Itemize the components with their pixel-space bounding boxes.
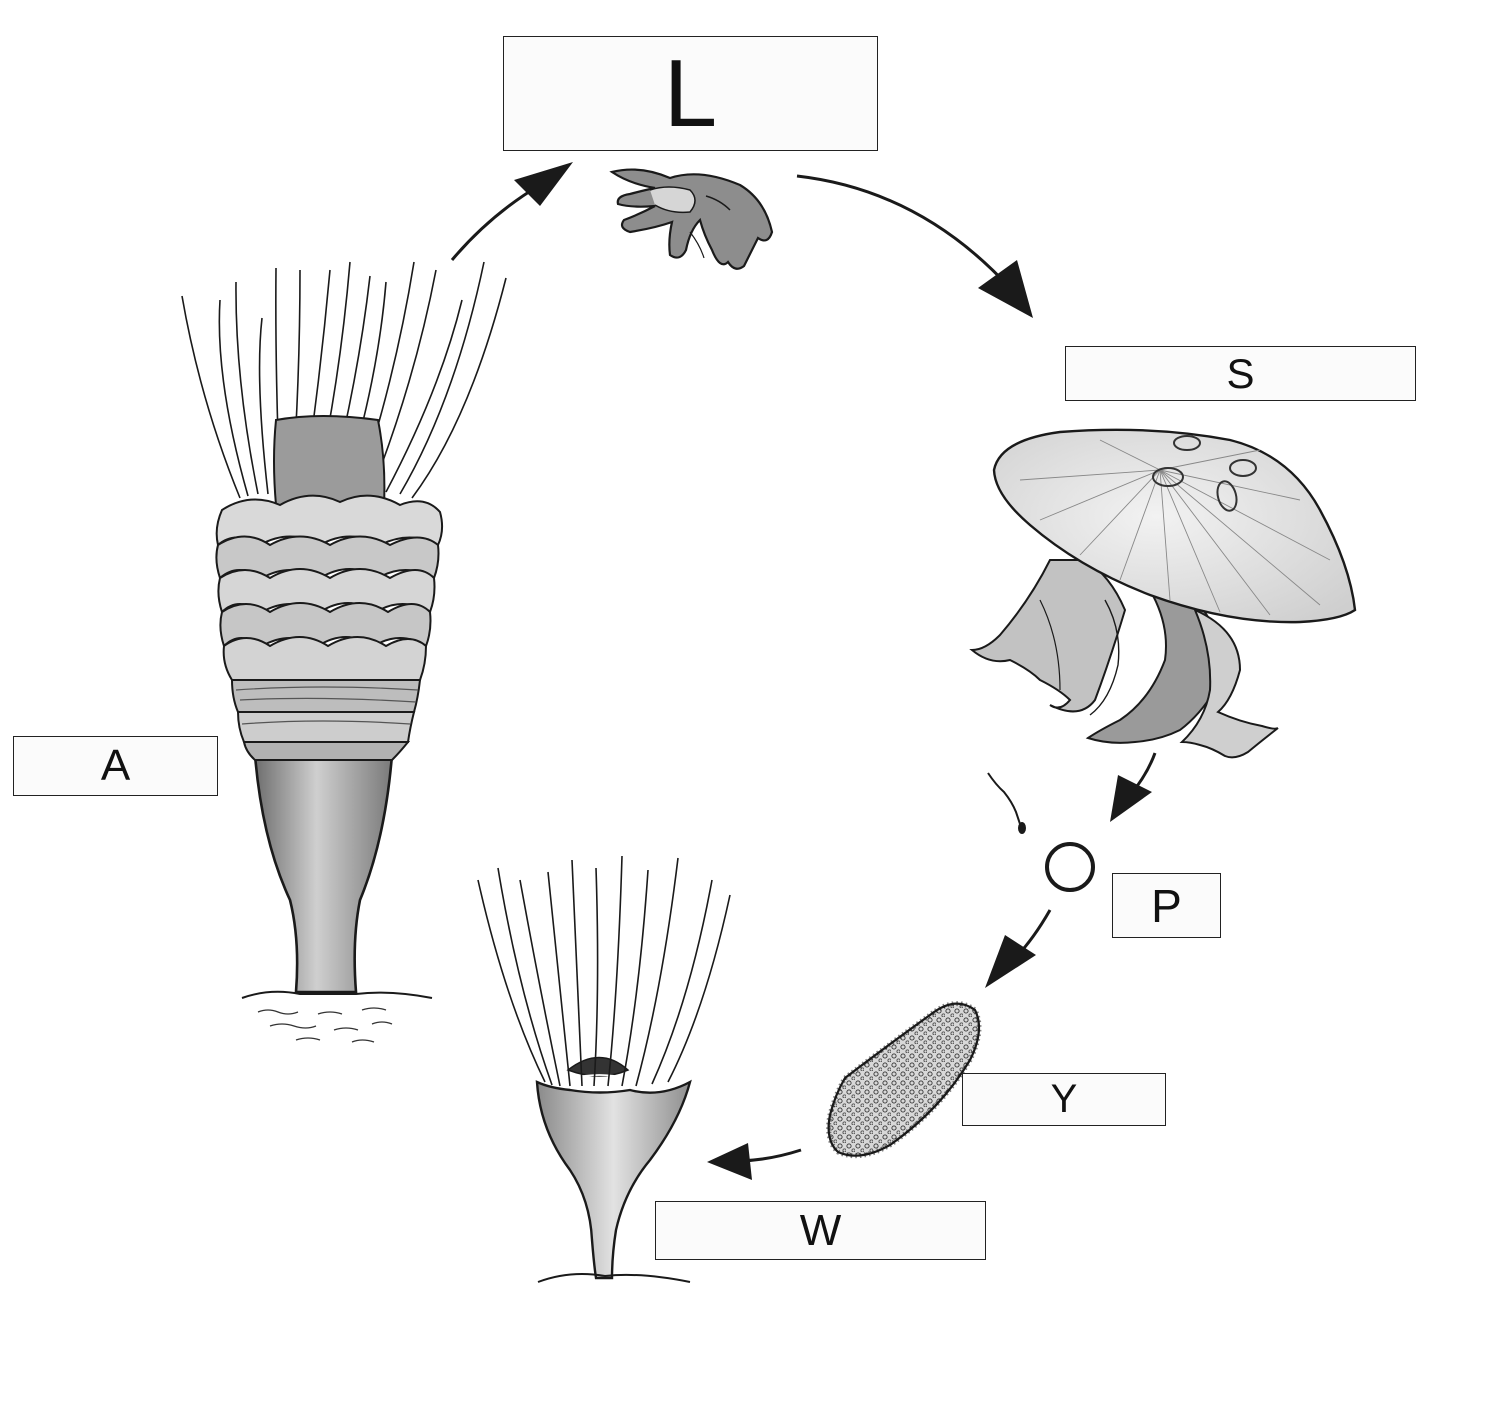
ephyra-illustration bbox=[609, 168, 774, 270]
arrow-medusa-to-zygote bbox=[1110, 752, 1157, 822]
arrow-strobila-to-ephyra bbox=[450, 162, 573, 261]
label-box-P: P bbox=[1112, 873, 1221, 938]
label-Y: Y bbox=[1050, 1077, 1078, 1121]
strobila-illustration bbox=[181, 261, 507, 1043]
label-box-L: L bbox=[503, 36, 878, 151]
arrow-zygote-to-planula bbox=[985, 909, 1052, 988]
label-box-Y: Y bbox=[962, 1073, 1166, 1126]
sperm-illustration bbox=[987, 772, 1026, 834]
egg-illustration bbox=[1045, 842, 1095, 892]
label-P: P bbox=[1151, 879, 1182, 932]
label-W: W bbox=[799, 1205, 842, 1255]
medusa-illustration bbox=[969, 428, 1357, 759]
arrow-ephyra-to-medusa bbox=[796, 174, 1033, 318]
arrow-planula-to-polyp bbox=[707, 1143, 802, 1180]
label-box-W: W bbox=[655, 1201, 986, 1260]
label-box-A: A bbox=[13, 736, 218, 796]
label-box-S: S bbox=[1065, 346, 1416, 401]
label-A: A bbox=[100, 741, 131, 790]
planula-illustration bbox=[826, 1001, 982, 1159]
polyp-illustration bbox=[477, 855, 731, 1283]
label-S: S bbox=[1226, 349, 1255, 397]
label-L: L bbox=[663, 39, 718, 147]
